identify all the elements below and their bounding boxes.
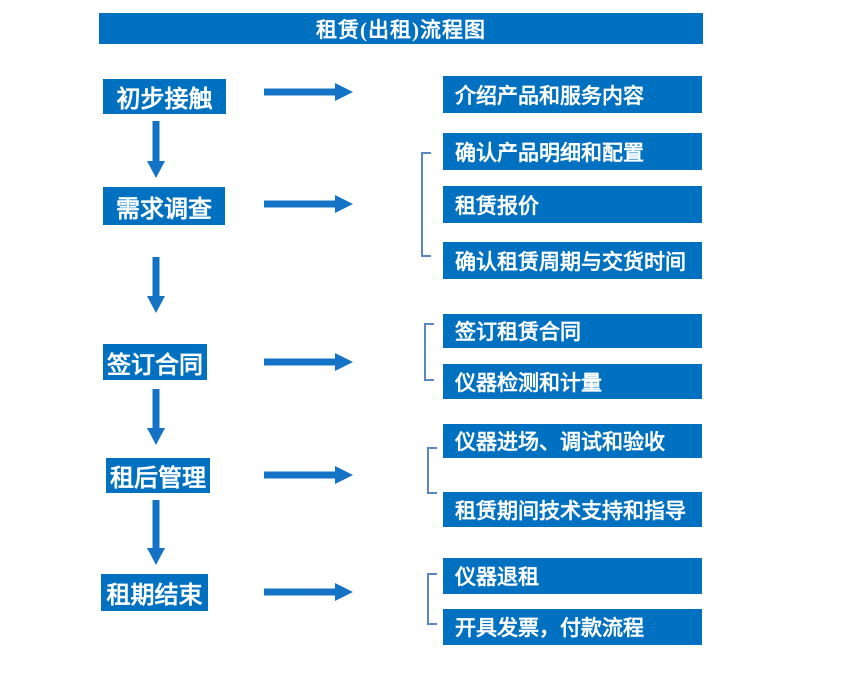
arrow-down-icon <box>147 500 165 565</box>
detail-invoice-payment-process: 开具发票，付款流程 <box>443 609 702 645</box>
arrow-right-icon <box>264 83 353 101</box>
detail-confirm-rental-period-delivery: 确认租赁周期与交货时间 <box>443 242 702 279</box>
diagram-title: 租赁(出租)流程图 <box>99 13 703 44</box>
detail-instrument-testing-metering: 仪器检测和计量 <box>443 364 702 399</box>
arrow-right-icon <box>264 583 353 601</box>
arrow-right-icon <box>264 466 353 484</box>
step-initial-contact: 初步接触 <box>103 79 226 114</box>
bracket-connector <box>427 447 437 494</box>
detail-rental-quotation: 租赁报价 <box>443 186 702 223</box>
arrow-down-icon <box>147 389 165 445</box>
step-rental-end: 租期结束 <box>101 574 208 611</box>
detail-technical-support-guidance: 租赁期间技术支持和指导 <box>443 492 702 527</box>
arrow-right-icon <box>264 195 353 213</box>
detail-instrument-setup-acceptance: 仪器进场、调试和验收 <box>443 424 702 458</box>
bracket-connector <box>427 573 437 625</box>
detail-introduce-products-services: 介绍产品和服务内容 <box>443 76 702 113</box>
arrow-right-icon <box>264 353 353 371</box>
detail-instrument-return: 仪器退租 <box>443 558 702 594</box>
detail-confirm-product-specs: 确认产品明细和配置 <box>443 133 702 170</box>
bracket-connector <box>421 152 431 257</box>
detail-sign-rental-contract: 签订租赁合同 <box>443 314 702 348</box>
arrow-down-icon <box>147 121 165 178</box>
bracket-connector <box>424 323 434 381</box>
step-demand-survey: 需求调查 <box>103 187 225 225</box>
step-sign-contract: 签订合同 <box>103 344 207 380</box>
step-post-rental-management: 租后管理 <box>106 458 210 493</box>
arrow-down-icon <box>147 257 165 313</box>
